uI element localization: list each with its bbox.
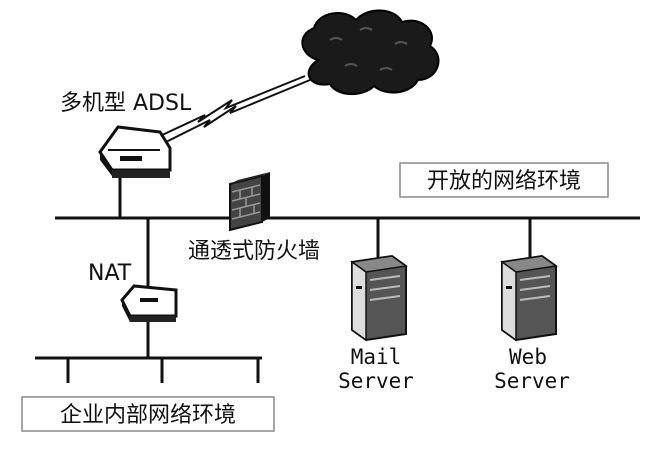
cloud-icon	[301, 9, 440, 95]
internal-network-label: 企业内部网络环境	[60, 403, 236, 428]
firewall-icon	[229, 172, 270, 232]
mail-server-label-line2: Server	[338, 369, 414, 393]
mail-server-icon	[350, 254, 408, 342]
internal-network-box: 企业内部网络环境	[21, 396, 275, 432]
lightning-link-icon	[159, 75, 311, 143]
open-network-label: 开放的网络环境	[427, 169, 581, 194]
nat-device-icon	[120, 284, 178, 322]
adsl-label: 多机型 ADSL	[60, 91, 192, 116]
web-server-icon	[500, 254, 558, 342]
web-server-label-line1: Web	[509, 345, 547, 369]
firewall-label: 通透式防火墙	[188, 239, 320, 264]
mail-server-label-line1: Mail	[351, 345, 402, 369]
open-network-box: 开放的网络环境	[399, 162, 609, 198]
web-server-label-line2: Server	[494, 369, 570, 393]
nat-label: NAT	[88, 261, 132, 286]
adsl-router-icon	[98, 125, 172, 178]
